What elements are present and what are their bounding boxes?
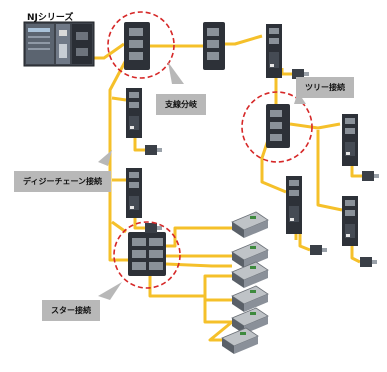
switch-star — [128, 232, 166, 276]
highlight-circles — [107, 11, 313, 289]
servo-drive-4 — [342, 114, 358, 166]
controller-label: NJシリーズ — [27, 13, 74, 23]
highlight-branch — [107, 11, 175, 79]
servo-drive-3 — [266, 24, 282, 78]
pointer-daisy — [98, 150, 112, 166]
io-unit-1 — [231, 211, 269, 238]
servo-drive-2 — [126, 168, 142, 218]
callout-pointers — [98, 62, 306, 300]
cable-switch-servo-top — [225, 34, 263, 46]
servo-drive-5 — [286, 176, 302, 234]
cable-daisy-3 — [111, 220, 127, 234]
cable-motor-5 — [350, 242, 361, 264]
cable-star-5 — [203, 296, 232, 302]
highlight-tree — [241, 91, 313, 163]
highlight-star — [113, 221, 181, 289]
io-unit-4 — [231, 285, 269, 312]
cable-motor-6 — [298, 234, 311, 252]
pointer-star — [98, 282, 122, 300]
cable-motor-2 — [133, 218, 145, 230]
cable-daisy-1 — [111, 96, 127, 102]
cable-tree-right — [289, 122, 341, 130]
callout-tree: ツリー接続 — [296, 77, 354, 98]
io-unit-2 — [231, 241, 269, 268]
cable-motor-3 — [280, 68, 292, 76]
servo-motor-2 — [145, 223, 162, 233]
cable-star-6 — [203, 300, 232, 324]
servo-motor-3 — [292, 69, 309, 79]
cable-star-7 — [208, 320, 233, 342]
cable-tree-left — [260, 139, 287, 194]
switch-second — [203, 22, 225, 70]
switch-top — [124, 22, 150, 70]
pointer-branch — [168, 62, 184, 84]
callout-daisy: ディジーチェーン接続 — [14, 171, 112, 192]
cable-tree-right-down — [316, 130, 343, 212]
servo-motor-1 — [145, 145, 162, 155]
callout-star: スター接続 — [42, 300, 100, 321]
io-unit-6 — [221, 327, 259, 354]
cable-motor-1 — [133, 138, 145, 152]
servo-drive-1 — [126, 88, 142, 138]
nj-controller — [23, 21, 95, 67]
servo-motor-5 — [360, 257, 377, 267]
cable-controller-switch — [94, 42, 125, 60]
cable-motor-4 — [350, 164, 362, 178]
cable-star-3 — [165, 262, 232, 268]
servo-motor-4 — [362, 171, 379, 181]
switch-tree — [266, 104, 290, 148]
cable-star-1 — [166, 226, 232, 248]
servo-motor-6 — [310, 245, 327, 255]
io-unit-5 — [231, 307, 269, 334]
servo-drive-6 — [342, 196, 358, 246]
io-unit-3 — [231, 261, 269, 288]
callout-branch: 支線分岐 — [156, 94, 206, 115]
